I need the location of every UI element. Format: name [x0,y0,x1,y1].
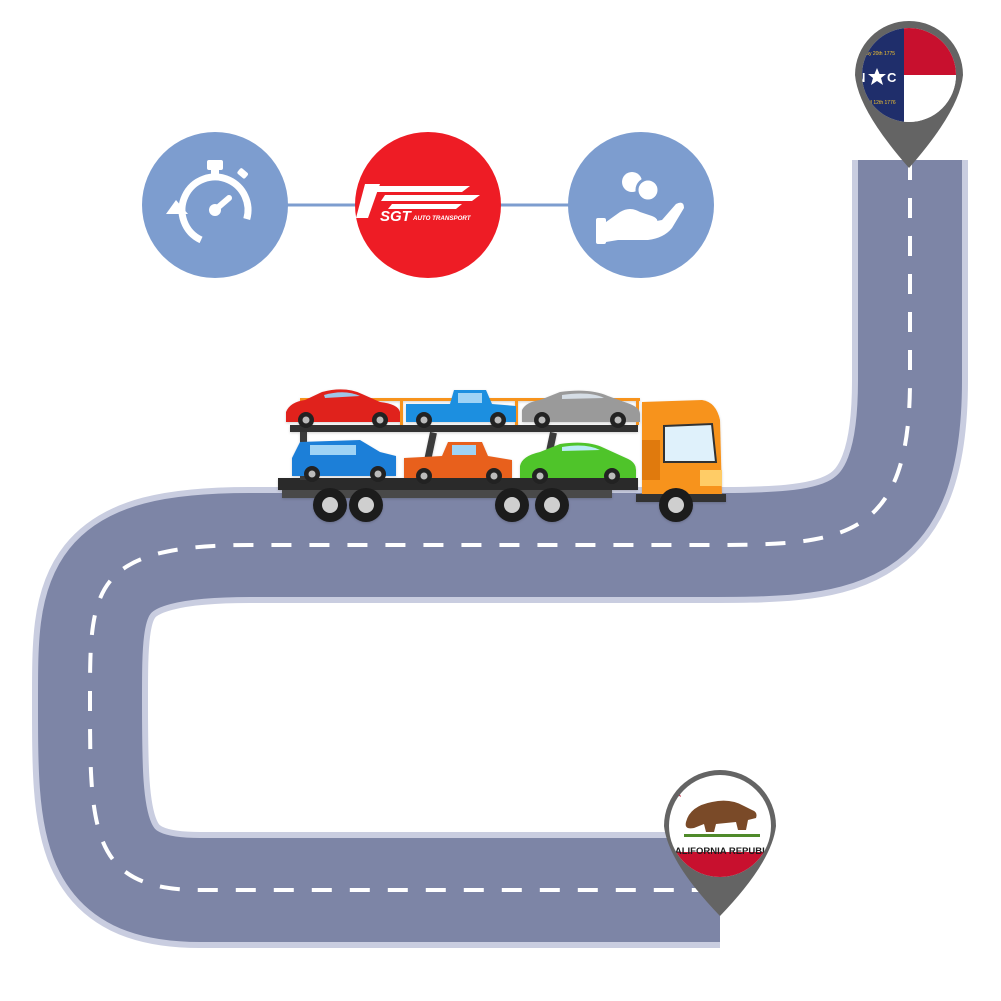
truck-wheels [313,488,693,522]
nc-star-icon [868,68,886,85]
ca-caption: CALIFORNIA REPUBLIC [668,846,778,857]
nc-letter-c: C [887,70,897,85]
car-red [286,389,400,428]
nc-date-top: May 20th 1775 [862,51,895,57]
origin-pin-north-carolina: N C May 20th 1775 April 12th 1776 [855,20,963,168]
hand-coins-icon [568,132,714,278]
winding-road [32,160,968,948]
stopwatch-icon [142,132,288,278]
car-silver [522,390,640,428]
nc-letter-n: N [856,70,865,85]
road-lane-markings [87,160,912,892]
nc-date-bottom: April 12th 1776 [862,100,896,106]
car-green [520,442,636,484]
truck-cab [636,400,726,502]
car-orange-pickup [404,442,512,484]
brand-mark-text: SGT [380,208,413,225]
car-blue-suv [292,440,396,482]
brand-sub-text: AUTO TRANSPORT [412,215,472,222]
sgt-logo: SGT AUTO TRANSPORT [355,132,501,278]
bear-icon [685,800,757,832]
car-blue-pickup [406,390,516,428]
destination-pin-california: CALIFORNIA REPUBLIC [664,770,778,916]
car-carrier-truck [278,389,726,522]
